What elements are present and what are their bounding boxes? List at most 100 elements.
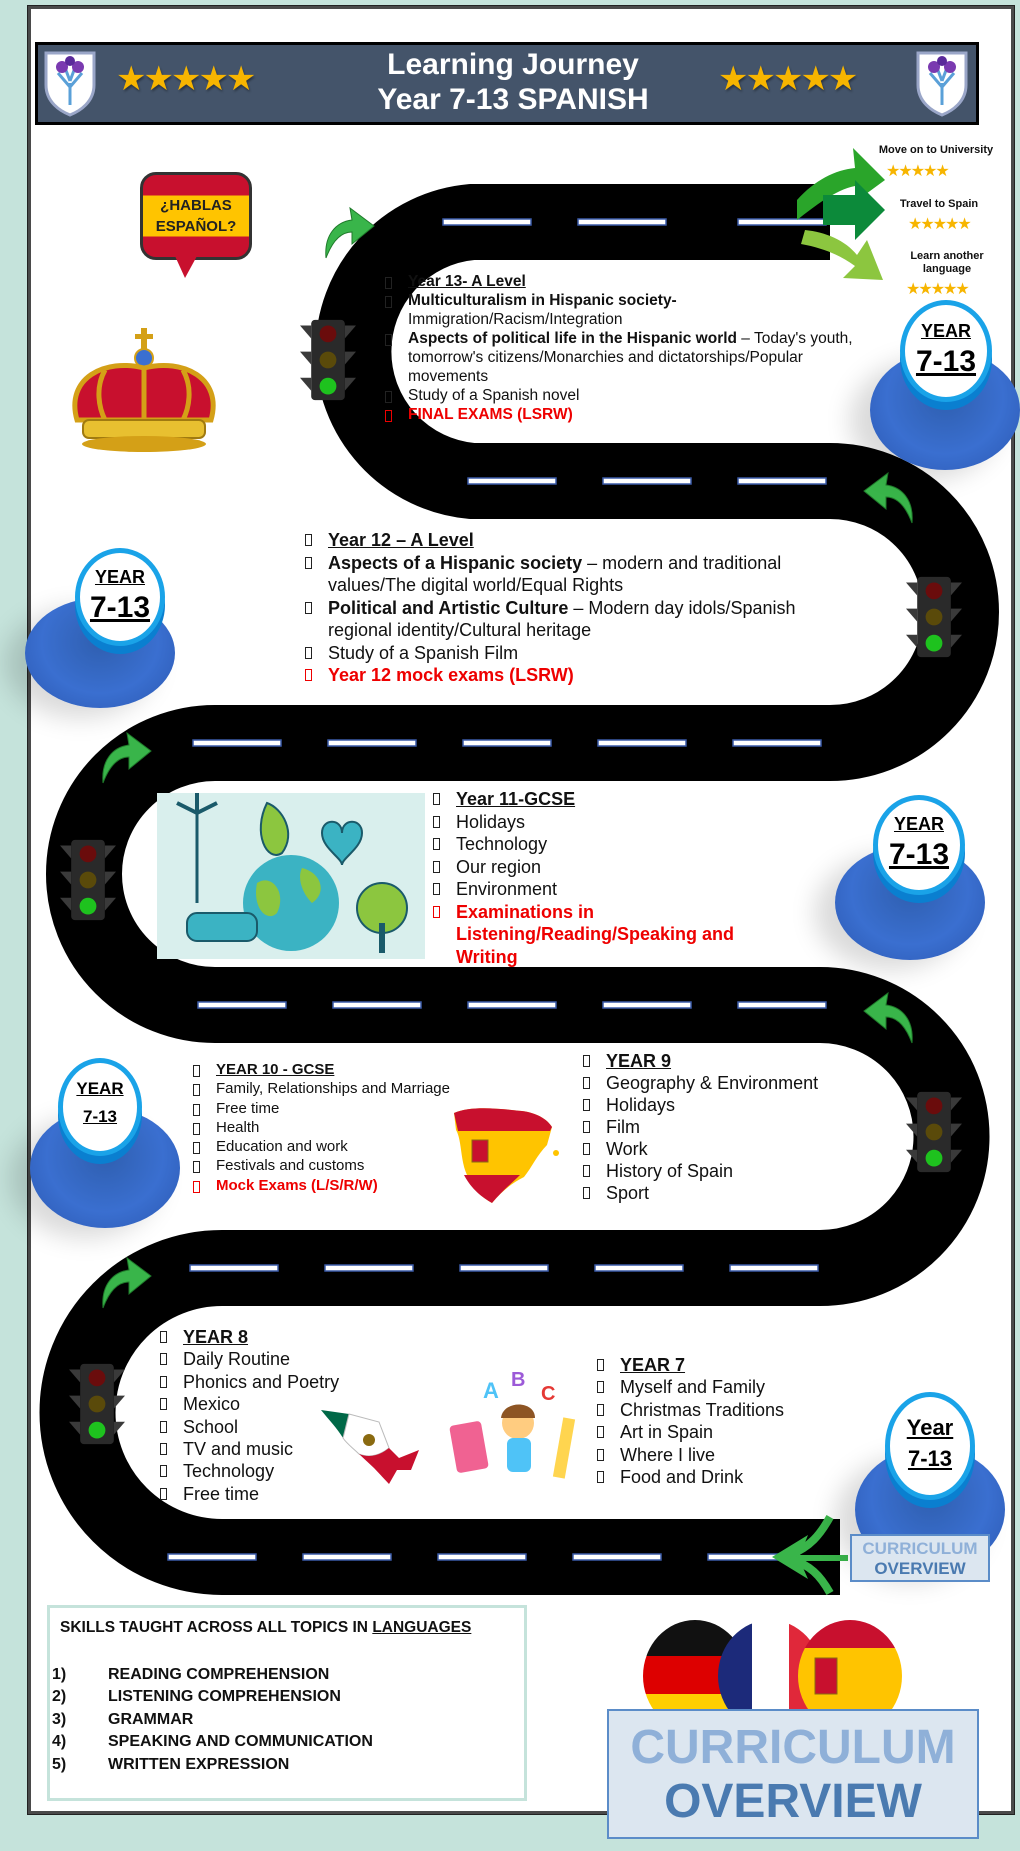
year8-topic: TV and music (183, 1439, 294, 1460)
bullet-icon (193, 1122, 200, 1135)
bullet-icon (433, 793, 440, 805)
year7-topic: Christmas Traditions (620, 1399, 785, 1420)
bullet-icon (305, 601, 312, 614)
bullet-icon (597, 1359, 604, 1371)
lane-dash (167, 1553, 257, 1561)
lane-dash (192, 739, 282, 747)
bullet-icon (597, 1403, 604, 1416)
star-rating-icon: ★★★★★ (906, 281, 970, 298)
lane-dash (462, 739, 552, 747)
year13-heading: Year 13- A Level (408, 273, 526, 290)
lane-dash (737, 477, 827, 485)
star-rating-icon: ★★★★★ (908, 216, 972, 233)
green-turn-arrow-icon (318, 200, 378, 260)
skill-number: 2) (52, 1688, 67, 1706)
header-banner: ★★★★★ Learning Journey Year 7-13 SPANISH… (35, 42, 979, 125)
bullet-icon (193, 1180, 200, 1193)
bullet-icon (193, 1065, 200, 1077)
lane-dash (577, 218, 667, 226)
skill-item: 2) LISTENING COMPREHENSION (52, 1686, 373, 1708)
bullet-icon (583, 1077, 590, 1089)
hablas-espanol-bubble: ¿HABLAS ESPAÑOL? (140, 172, 252, 260)
star-rating-icon: ★★★★★ (116, 60, 256, 98)
bullet-icon (193, 1142, 200, 1155)
year8-topic: Technology (183, 1461, 275, 1482)
bullet-icon (433, 815, 440, 828)
bullet-icon (305, 534, 312, 546)
traffic-light-icon (905, 575, 963, 659)
badge-label: YEAR (920, 321, 971, 341)
bullet-icon (433, 883, 440, 895)
lane-dash (442, 218, 532, 226)
green-turn-arrow-icon (860, 985, 920, 1045)
logo-line-1: CURRICULUM (862, 1539, 978, 1558)
year7-topic: Food and Drink (620, 1467, 744, 1488)
bullet-icon (385, 277, 392, 289)
svg-text:B: B (511, 1369, 525, 1391)
lane-dash (302, 1553, 392, 1561)
bullet-icon (160, 1398, 167, 1411)
lane-dash (602, 1001, 692, 1009)
bullet-icon (583, 1165, 590, 1177)
lane-dash (332, 1001, 422, 1009)
traffic-light-icon (300, 318, 356, 402)
badge-label: YEAR (94, 567, 145, 587)
year13-exam: FINAL EXAMS (LSRW) (408, 406, 573, 423)
year8-block: YEAR 8 Daily Routine Phonics and Poetry … (157, 1326, 457, 1505)
lane-dash (597, 739, 687, 747)
bullet-icon (305, 556, 312, 569)
bullet-icon (583, 1099, 590, 1111)
skill-text: GRAMMAR (108, 1710, 194, 1728)
bullet-icon (597, 1426, 604, 1439)
bubble-line-1: ¿HABLAS (160, 197, 232, 214)
bullet-icon (597, 1471, 604, 1484)
year7-topic: Myself and Family (620, 1377, 766, 1398)
year9-topic: Geography & Environment (606, 1073, 819, 1093)
bullet-icon (385, 334, 392, 346)
star-rating-icon: ★★★★★ (718, 60, 858, 98)
year11-exam: Examinations in Listening/Reading/Speaki… (456, 901, 735, 967)
year10-topic: Health (216, 1118, 260, 1136)
lane-dash (572, 1553, 662, 1561)
bullet-icon (160, 1331, 167, 1343)
lane-dash (732, 739, 822, 747)
year13-block: Year 13- A Level Multiculturalism in His… (382, 272, 882, 424)
bullet-icon (597, 1381, 604, 1394)
green-turn-arrow-icon (95, 725, 155, 785)
year10-block: YEAR 10 - GCSE Family, Relationships and… (190, 1060, 500, 1195)
skill-text: LISTENING COMPREHENSION (108, 1688, 341, 1706)
crown-icon (72, 328, 216, 452)
lane-dash (602, 477, 692, 485)
year11-topic: Environment (456, 879, 558, 899)
bullet-icon (583, 1187, 590, 1199)
year12-topic-detail: – Modern day idols/Spanish regional iden… (328, 597, 796, 641)
year8-topic: School (183, 1416, 239, 1437)
bullet-icon (160, 1353, 167, 1366)
bullet-icon (583, 1121, 590, 1133)
lane-dash (737, 1001, 827, 1009)
logo-line-2: OVERVIEW (874, 1559, 966, 1578)
green-turn-arrow-icon (860, 465, 920, 525)
page-subtitle: Year 7-13 SPANISH (377, 83, 649, 116)
year8-heading: YEAR 8 (183, 1327, 249, 1347)
year9-topic: Sport (606, 1183, 650, 1203)
lane-dash (197, 1001, 287, 1009)
year8-topic: Free time (183, 1483, 260, 1504)
bullet-icon (597, 1448, 604, 1461)
year11-block: Year 11-GCSE Holidays Technology Our reg… (430, 788, 830, 968)
year13-topic: Study of a Spanish novel (408, 387, 580, 404)
badge-label: YEAR (76, 1079, 124, 1098)
bullet-icon (385, 296, 392, 308)
year9-topic: Work (606, 1139, 648, 1159)
lane-dash (324, 1264, 414, 1272)
badge-years: 7-13 (915, 345, 977, 378)
star-rating-icon: ★★★★★ (886, 163, 950, 180)
skill-number: 4) (52, 1733, 67, 1751)
badge-label: Year (906, 1415, 954, 1440)
lane-dash (459, 1264, 549, 1272)
skill-number: 1) (52, 1666, 67, 1683)
year12-topic: Aspects of a Hispanic society (328, 552, 583, 573)
exit-label-travel: Travel to Spain (899, 198, 979, 210)
skill-item: 3)GRAMMAR (52, 1709, 373, 1731)
lane-dash (437, 1553, 527, 1561)
